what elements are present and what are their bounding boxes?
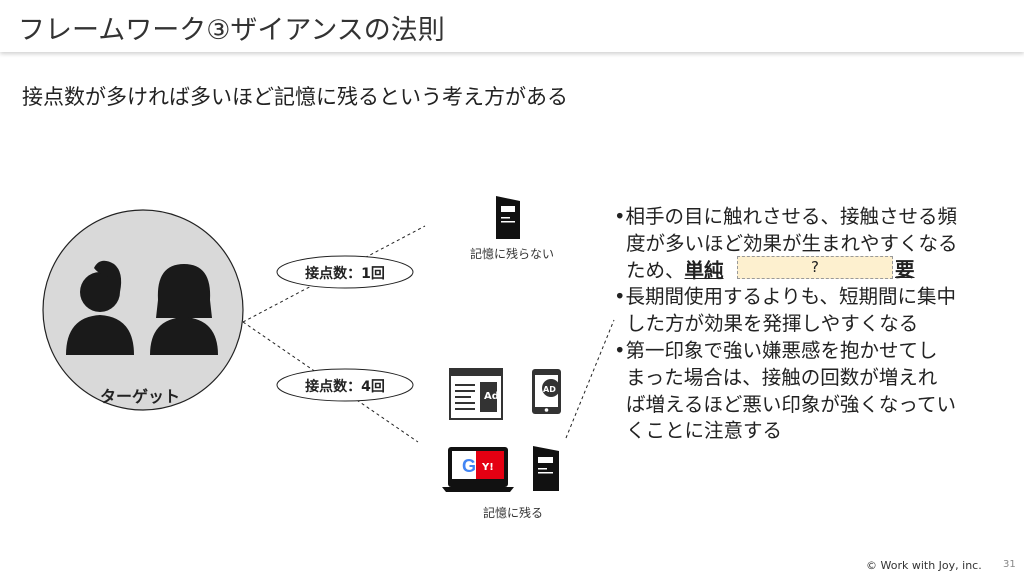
flyer-icon [496,196,520,239]
contact-1-label: 接点数：1回 [305,266,385,282]
contact-4-ellipse [276,368,414,402]
ad-bubble-label: AD [543,385,556,394]
female-person-icon [150,264,218,355]
target-circle [42,209,244,411]
bullet-text: まった場合は、接触の回数が増えれ [626,365,938,389]
emphasis-text: 要 [895,258,915,281]
copyright: © Work with Joy, inc. [866,559,982,572]
svg-text:G: G [462,456,476,476]
page-title: フレームワーク③ザイアンスの法則 [18,15,445,46]
bullet-text: •長期間使用するよりも、短期間に集中 [614,285,957,309]
web-ad-icon [449,368,503,420]
bullet-text-part: ため、 [626,258,685,282]
bullet-text: ため、単純 [614,258,994,285]
male-person-icon [66,260,134,355]
bullet-text: •第一印象で強い嫌悪感を抱かせてし [614,338,938,362]
contact-4-label: 接点数：4回 [305,379,385,395]
bullet-text: ば増えるほど悪い印象が強くなってい [626,392,956,416]
subtitle: 接点数が多ければ多いほど記憶に残るという考え方がある [22,85,568,109]
remembered-label: 記憶に残る [483,506,544,520]
ad-label: Ad [484,391,499,402]
bullet-text: した方が効果を発揮しやすくなる [626,312,919,336]
smartphone-ad-icon [532,369,561,414]
bullet-text: くことに注意する [626,419,783,443]
contact-1-ellipse [276,255,414,289]
hidden-answer-box[interactable]: ? [737,256,893,279]
page-number: 31 [1003,559,1016,570]
emphasis-text: 単純 [684,258,724,282]
laptop-search-icon: G [442,447,514,492]
bullet-text: •相手の目に触れさせる、接触させる頻 [614,205,958,228]
bullet-list: •相手の目に触れさせる、接触させる頻 度が多いほど効果が生まれやすくなる ため、… [614,204,994,445]
yahoo-label: Y! [481,462,494,473]
target-label: ターゲット [100,387,181,406]
title-bar: フレームワーク③ザイアンスの法則 [0,0,1024,52]
bullet-text: 度が多いほど効果が生まれやすくなる [626,231,958,255]
not-remembered-label: 記憶に残らない [470,247,555,261]
flyer-icon-2 [533,446,559,491]
